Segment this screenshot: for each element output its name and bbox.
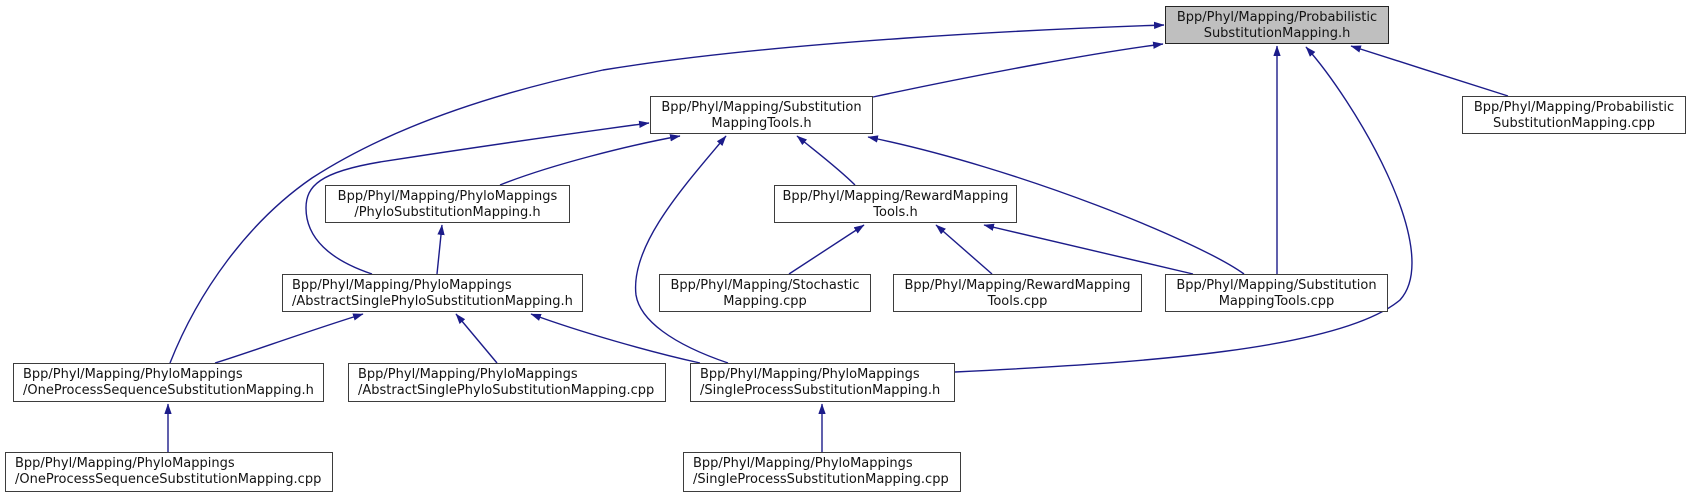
graph-node-label-line1: Bpp/Phyl/Mapping/RewardMapping <box>782 189 1009 204</box>
graph-node-label-line2: /SingleProcessSubstitutionMapping.h <box>700 382 941 398</box>
graph-node-label-line2: Tools.cpp <box>987 293 1048 309</box>
graph-node-label-line1: Bpp/Phyl/Mapping/PhyloMappings <box>337 189 558 204</box>
graph-node-label-line1: Bpp/Phyl/Mapping/PhyloMappings <box>15 456 235 471</box>
graph-node-label-line1: Bpp/Phyl/Mapping/RewardMapping <box>904 278 1131 293</box>
graph-node-label-line1: Bpp/Phyl/Mapping/PhyloMappings <box>693 456 913 471</box>
graph-edge-one-process-sequence-substitution-mapping-h--probabilistic-substitution-mapping-h <box>169 21 1165 364</box>
graph-node-label-line2: /AbstractSinglePhyloSubstitutionMapping.… <box>358 382 655 398</box>
graph-node-label-line1: Bpp/Phyl/Mapping/PhyloMappings <box>700 367 920 382</box>
graph-edge-abstract-single-phylo-substitution-mapping-h--phylo-substitution-mapping-h <box>436 224 445 275</box>
graph-node-abstract-single-phylo-substitution-mapping-cpp[interactable]: Bpp/Phyl/Mapping/PhyloMappings/AbstractS… <box>348 363 666 402</box>
graph-edge-single-process-substitution-mapping-h--probabilistic-substitution-mapping-h <box>954 46 1413 373</box>
graph-node-one-process-sequence-substitution-mapping-cpp[interactable]: Bpp/Phyl/Mapping/PhyloMappings/OneProces… <box>5 452 333 492</box>
graph-node-label-line1: Bpp/Phyl/Mapping/Substitution <box>1176 278 1377 293</box>
graph-edge-stochastic-mapping-cpp--reward-mapping-tools-h <box>788 224 865 275</box>
graph-node-label-line1: Bpp/Phyl/Mapping/Substitution <box>661 100 862 115</box>
graph-edge-substitution-mapping-tools-h--probabilistic-substitution-mapping-h <box>872 41 1164 98</box>
graph-edge-abstract-single-phylo-substitution-mapping-h--substitution-mapping-tools-h <box>305 120 650 275</box>
graph-node-label-line2: Tools.h <box>873 204 918 220</box>
graph-node-label-line2: SubstitutionMapping.cpp <box>1492 115 1656 131</box>
graph-edge-probabilistic-substitution-mapping-cpp--probabilistic-substitution-mapping-h <box>1350 45 1509 97</box>
graph-node-label-line2: /OneProcessSequenceSubstitutionMapping.h <box>23 382 314 398</box>
graph-node-label-line2: MappingTools.h <box>711 115 812 131</box>
graph-node-label-line2: /AbstractSinglePhyloSubstitutionMapping.… <box>292 293 573 309</box>
graph-node-abstract-single-phylo-substitution-mapping-h[interactable]: Bpp/Phyl/Mapping/PhyloMappings/AbstractS… <box>282 274 583 312</box>
graph-node-label-line1: Bpp/Phyl/Mapping/PhyloMappings <box>292 278 512 293</box>
graph-node-label-line2: Mapping.cpp <box>723 293 807 309</box>
graph-node-label-line1: Bpp/Phyl/Mapping/PhyloMappings <box>358 367 578 382</box>
graph-edge-single-process-substitution-mapping-h--abstract-single-phylo-substitution-mapping-h <box>530 313 701 364</box>
graph-edge-abstract-single-phylo-substitution-mapping-cpp--abstract-single-phylo-substitution-mapping-h <box>455 313 498 364</box>
graph-node-label-line2: /OneProcessSequenceSubstitutionMapping.c… <box>15 471 322 487</box>
graph-node-label-line1: Bpp/Phyl/Mapping/Probabilistic <box>1473 100 1675 115</box>
graph-node-label-line2: MappingTools.cpp <box>1218 293 1335 309</box>
graph-edge-phylo-substitution-mapping-h--substitution-mapping-tools-h <box>499 134 681 186</box>
graph-edge-single-process-substitution-mapping-h--substitution-mapping-tools-h <box>634 135 729 364</box>
graph-node-label-line1: Bpp/Phyl/Mapping/Probabilistic <box>1176 10 1378 25</box>
graph-edge-reward-mapping-tools-h--substitution-mapping-tools-h <box>796 135 856 186</box>
graph-edge-substitution-mapping-tools-cpp--reward-mapping-tools-h <box>983 223 1194 275</box>
graph-node-label-line2: /PhyloSubstitutionMapping.h <box>354 204 541 220</box>
graph-edge-reward-mapping-tools-cpp--reward-mapping-tools-h <box>935 224 993 275</box>
graph-node-label-line1: Bpp/Phyl/Mapping/Stochastic <box>670 278 860 293</box>
graph-node-phylo-substitution-mapping-h[interactable]: Bpp/Phyl/Mapping/PhyloMappings/PhyloSubs… <box>325 185 570 223</box>
graph-node-single-process-substitution-mapping-cpp[interactable]: Bpp/Phyl/Mapping/PhyloMappings/SinglePro… <box>683 452 961 492</box>
graph-edge-substitution-mapping-tools-cpp--substitution-mapping-tools-h <box>867 135 1245 275</box>
graph-node-single-process-substitution-mapping-h[interactable]: Bpp/Phyl/Mapping/PhyloMappings/SinglePro… <box>690 363 955 402</box>
graph-edge-one-process-sequence-substitution-mapping-h--abstract-single-phylo-substitution-mapping-h <box>214 313 364 364</box>
graph-node-label-line1: Bpp/Phyl/Mapping/PhyloMappings <box>23 367 243 382</box>
graph-node-label-line2: SubstitutionMapping.h <box>1203 25 1351 41</box>
graph-node-label-line2: /SingleProcessSubstitutionMapping.cpp <box>693 471 949 487</box>
graph-node-one-process-sequence-substitution-mapping-h[interactable]: Bpp/Phyl/Mapping/PhyloMappings/OneProces… <box>13 363 324 402</box>
